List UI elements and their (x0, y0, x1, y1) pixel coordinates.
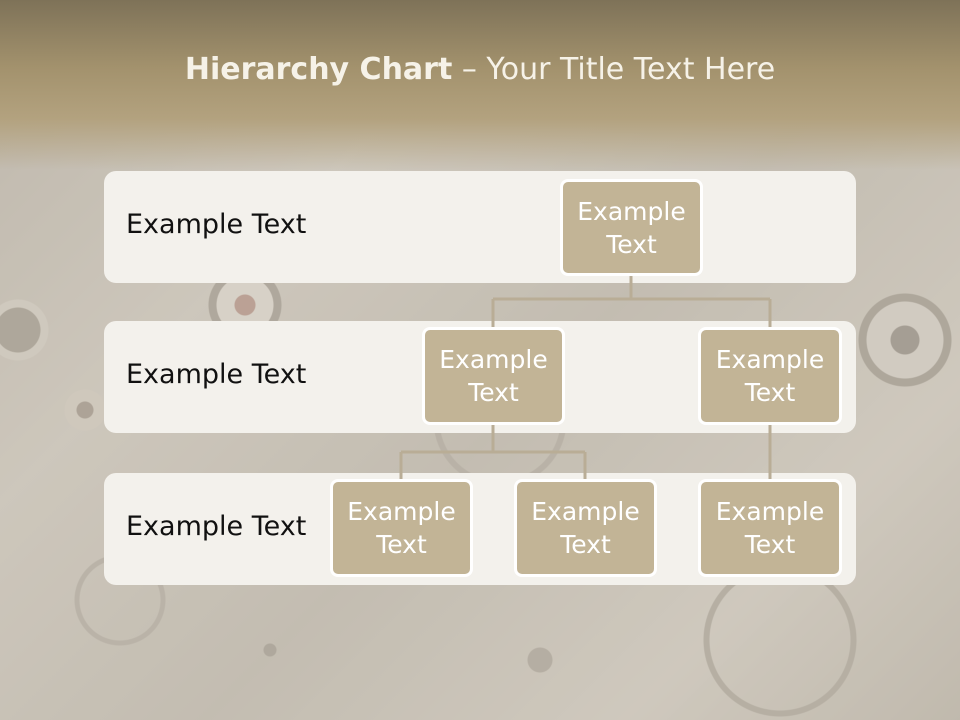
node-level3-c-line2: Text (744, 530, 796, 559)
node-level3-c-line1: Example (715, 497, 825, 526)
title-rest: Your Title Text Here (486, 52, 776, 87)
node-level2-left-line1: Example (439, 345, 548, 374)
row-label-2: Example Text (126, 359, 307, 390)
title-bold: Hierarchy Chart (184, 52, 453, 87)
slide-title: Hierarchy Chart – Your Title Text Here (0, 52, 960, 87)
node-level3-a[interactable]: Example Text (330, 479, 473, 577)
node-root[interactable]: Example Text (560, 179, 703, 276)
row-label-3: Example Text (126, 511, 307, 542)
title-band (0, 0, 960, 170)
node-root-line1: Example (577, 196, 686, 226)
node-level2-left-line2: Text (468, 378, 519, 407)
node-level3-b[interactable]: Example Text (514, 479, 657, 577)
title-separator: – (452, 52, 487, 87)
node-root-line2: Text (606, 229, 657, 259)
node-level3-a-line1: Example (347, 497, 456, 526)
node-level2-left[interactable]: Example Text (422, 327, 565, 425)
row-band-1 (104, 171, 856, 283)
node-level3-b-line2: Text (560, 530, 611, 559)
node-level2-right-line2: Text (744, 378, 796, 407)
node-level3-b-line1: Example (531, 497, 640, 526)
row-label-1: Example Text (126, 209, 307, 240)
node-level3-c[interactable]: Example Text (698, 479, 842, 577)
node-level3-a-line2: Text (376, 530, 427, 559)
node-level2-right-line1: Example (715, 345, 825, 374)
node-level2-right[interactable]: Example Text (698, 327, 842, 425)
